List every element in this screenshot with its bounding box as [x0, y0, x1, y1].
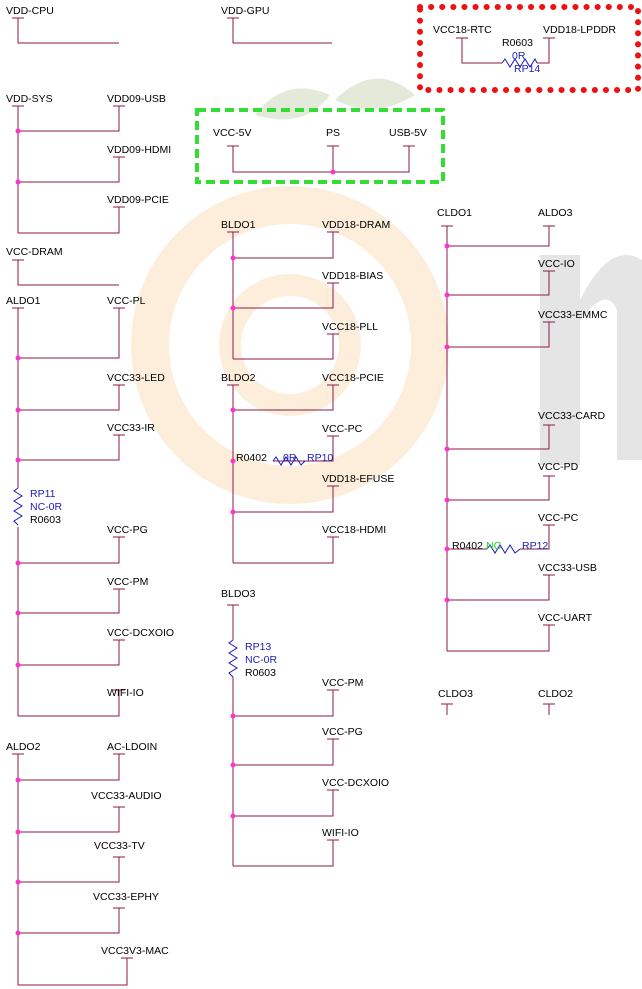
label-cldo3: CLDO3: [438, 688, 473, 700]
label-vcc3v3-mac: VCC3V3-MAC: [101, 945, 169, 957]
label-vdd-gpu: VDD-GPU: [221, 5, 269, 17]
label-aldo2: ALDO2: [6, 741, 41, 753]
label-vcc33-audio: VCC33-AUDIO: [91, 790, 162, 802]
label-vdd-cpu: VDD-CPU: [6, 5, 54, 17]
label-vcc18-rtc: VCC18-RTC: [433, 24, 492, 36]
label-aldo1: ALDO1: [6, 295, 41, 307]
label-rp12: RP12: [522, 540, 548, 552]
label-vcc-pm-bldo3: VCC-PM: [322, 677, 363, 689]
label-vcc33-usb: VCC33-USB: [538, 562, 597, 574]
label-vcc33-ir: VCC33-IR: [107, 422, 155, 434]
label-rp13: RP13: [245, 641, 271, 653]
label-ps: PS: [326, 127, 340, 139]
label-vcc-pg-bldo3: VCC-PG: [322, 726, 363, 738]
junctions: [15, 128, 450, 936]
label-usb-5v: USB-5V: [389, 127, 427, 139]
label-vcc18-pll: VCC18-PLL: [322, 321, 378, 333]
label-cldo1: CLDO1: [437, 207, 472, 219]
label-bldo1: BLDO1: [221, 219, 256, 231]
label-vdd09-pcie: VDD09-PCIE: [107, 194, 169, 206]
label-vcc-dcxoio-bldo3: VCC-DCXOIO: [322, 777, 389, 789]
label-rp10-value: 0R: [283, 452, 297, 464]
label-vdd18-efuse: VDD18-EFUSE: [322, 473, 394, 485]
label-wifi-io-bldo3: WIFI-IO: [322, 827, 359, 839]
rp13-resistor: [228, 639, 238, 678]
label-vdd09-usb: VDD09-USB: [107, 93, 166, 105]
label-bldo2: BLDO2: [221, 372, 256, 384]
label-vcc33-tv: VCC33-TV: [94, 840, 145, 852]
label-ac-ldoin: AC-LDOIN: [107, 741, 157, 753]
rtc-dashed-box: [417, 4, 641, 93]
label-vdd09-hdmi: VDD09-HDMI: [107, 144, 171, 156]
label-rp13-r0603: R0603: [245, 667, 276, 679]
label-vcc-pd: VCC-PD: [538, 461, 579, 473]
label-vcc33-emmc: VCC33-EMMC: [538, 309, 608, 321]
label-r0402-bldo2: R0402: [236, 452, 267, 464]
label-rtc-r-value: 0R: [512, 50, 526, 62]
label-vcc-dcxoio-aldo1: VCC-DCXOIO: [107, 627, 174, 639]
label-wifi-io-aldo1: WIFI-IO: [107, 687, 144, 699]
label-vcc33-led: VCC33-LED: [107, 372, 165, 384]
label-vcc-pg-aldo1: VCC-PG: [107, 524, 148, 536]
label-vcc-pm-aldo1: VCC-PM: [107, 576, 148, 588]
resistors: [13, 57, 538, 678]
label-vcc-pc-bldo2: VCC-PC: [322, 423, 363, 435]
label-rp14: RP14: [514, 63, 540, 75]
label-aldo3: ALDO3: [538, 207, 573, 219]
label-vcc-5v: VCC-5V: [213, 127, 252, 139]
net-labels: VDD-CPU VDD-GPU VCC18-RTC R0603 0R RP14 …: [6, 5, 616, 957]
label-nc: NC: [486, 540, 502, 552]
label-bldo3: BLDO3: [221, 588, 256, 600]
label-rp11-nc0r: NC-0R: [30, 501, 63, 513]
label-vcc-io: VCC-IO: [538, 258, 575, 270]
rp12-resistor: [486, 544, 521, 554]
label-vdd-sys: VDD-SYS: [6, 93, 53, 105]
label-vcc33-ephy: VCC33-EPHY: [93, 891, 159, 903]
label-vcc18-hdmi: VCC18-HDMI: [322, 524, 386, 536]
label-rp13-nc0r: NC-0R: [245, 654, 278, 666]
label-vcc18-pcie: VCC18-PCIE: [322, 372, 384, 384]
rp10-resistor: [272, 456, 306, 466]
label-rp10: RP10: [307, 452, 333, 464]
label-vcc-dram: VCC-DRAM: [6, 246, 63, 258]
label-vcc-uart: VCC-UART: [538, 612, 593, 624]
label-vcc33-card: VCC33-CARD: [538, 410, 606, 422]
wires: [12, 17, 555, 986]
power-dashed-box: [195, 108, 445, 184]
label-rp11-r0603: R0603: [30, 514, 61, 526]
rp14-resistor: [501, 57, 538, 68]
watermark-logo: [131, 78, 642, 504]
label-vdd18-dram: VDD18-DRAM: [322, 219, 390, 231]
label-r0603-rtc: R0603: [502, 37, 533, 49]
label-vcc-pl: VCC-PL: [107, 295, 146, 307]
label-vcc-pc-cldo1: VCC-PC: [538, 512, 579, 524]
label-rp11: RP11: [30, 488, 56, 500]
label-vdd18-lpddr: VDD18-LPDDR: [543, 24, 616, 36]
label-vdd18-bias: VDD18-BIAS: [322, 270, 383, 282]
rp11-resistor: [13, 487, 23, 526]
label-r0402-cldo1: R0402: [452, 540, 483, 552]
label-cldo2: CLDO2: [538, 688, 573, 700]
